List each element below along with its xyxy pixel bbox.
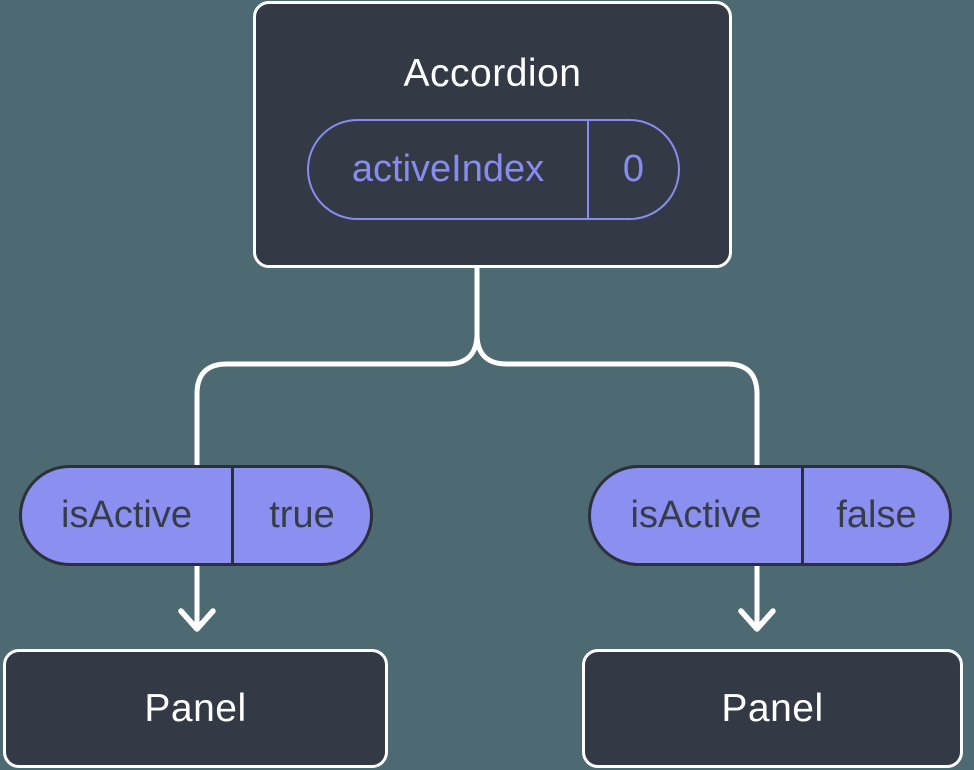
node-title: Panel — [721, 686, 824, 730]
prop-name: isActive — [591, 468, 804, 563]
prop-name: isActive — [22, 468, 234, 563]
prop-pill-right: isActive false — [588, 465, 952, 566]
state-value: 0 — [622, 148, 645, 190]
prop-value: true — [269, 494, 335, 536]
node-title: Accordion — [403, 52, 582, 95]
node-title: Panel — [144, 686, 247, 730]
prop-value: false — [836, 494, 917, 536]
prop-pill-left: isActive true — [19, 465, 373, 566]
panel-node-right: Panel — [582, 649, 963, 768]
state-name: activeIndex — [309, 121, 589, 218]
panel-node-left: Panel — [3, 649, 388, 768]
state-pill: activeIndex 0 — [307, 119, 680, 220]
branch-left-line — [194, 264, 480, 465]
arrow-down-icon — [738, 566, 776, 632]
arrow-down-icon — [178, 566, 216, 632]
branch-right-line — [474, 264, 760, 465]
accordion-node: Accordion activeIndex 0 — [253, 1, 732, 268]
